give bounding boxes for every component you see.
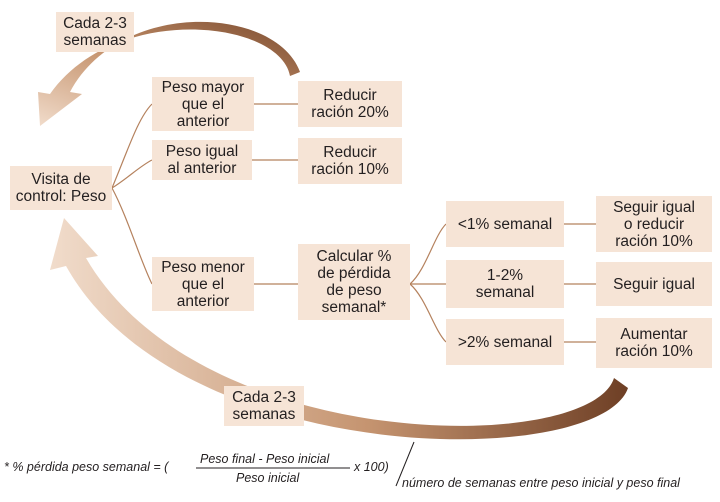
connector-root-equal [111,159,153,189]
formula-numerator: Peso final - Peso inicial [200,452,330,466]
cycle-arrow-bottom [50,218,628,440]
root-node: Visita de control: Peso [10,166,112,210]
formula-multiplier: x 100) [354,460,389,474]
range-1-2: 1-2% semanal [446,260,564,308]
cycle-label-bottom: Cada 2-3 semanas [224,386,304,426]
action-calculate-loss: Calcular % de pérdida de peso semanal* [298,244,410,320]
connector-root-higher [111,103,153,189]
range-action-1-2: Seguir igual [596,262,712,306]
cycle-label-top: Cada 2-3 semanas [56,12,134,52]
connector-calc-under1 [409,223,447,285]
connector-calc-over2 [409,283,447,343]
formula-prefix: * % pérdida peso semanal = ( [4,460,169,474]
action-equal: Reducir ración 10% [298,138,402,184]
connector-lines [111,103,596,343]
range-over-2: >2% semanal [446,319,564,365]
range-action-under-1: Seguir igual o reducir ración 10% [596,196,712,252]
action-higher: Reducir ración 20% [298,81,402,127]
condition-equal: Peso igual al anterior [152,140,252,180]
formula-divisor: número de semanas entre peso inicial y p… [402,476,680,490]
formula-slash [395,441,415,487]
condition-lower: Peso menor que el anterior [152,257,254,311]
range-under-1: <1% semanal [446,201,564,247]
connector-root-lower [111,187,153,285]
formula-denominator: Peso inicial [236,471,300,485]
condition-higher: Peso mayor que el anterior [152,77,254,131]
range-action-over-2: Aumentar ración 10% [596,318,712,368]
